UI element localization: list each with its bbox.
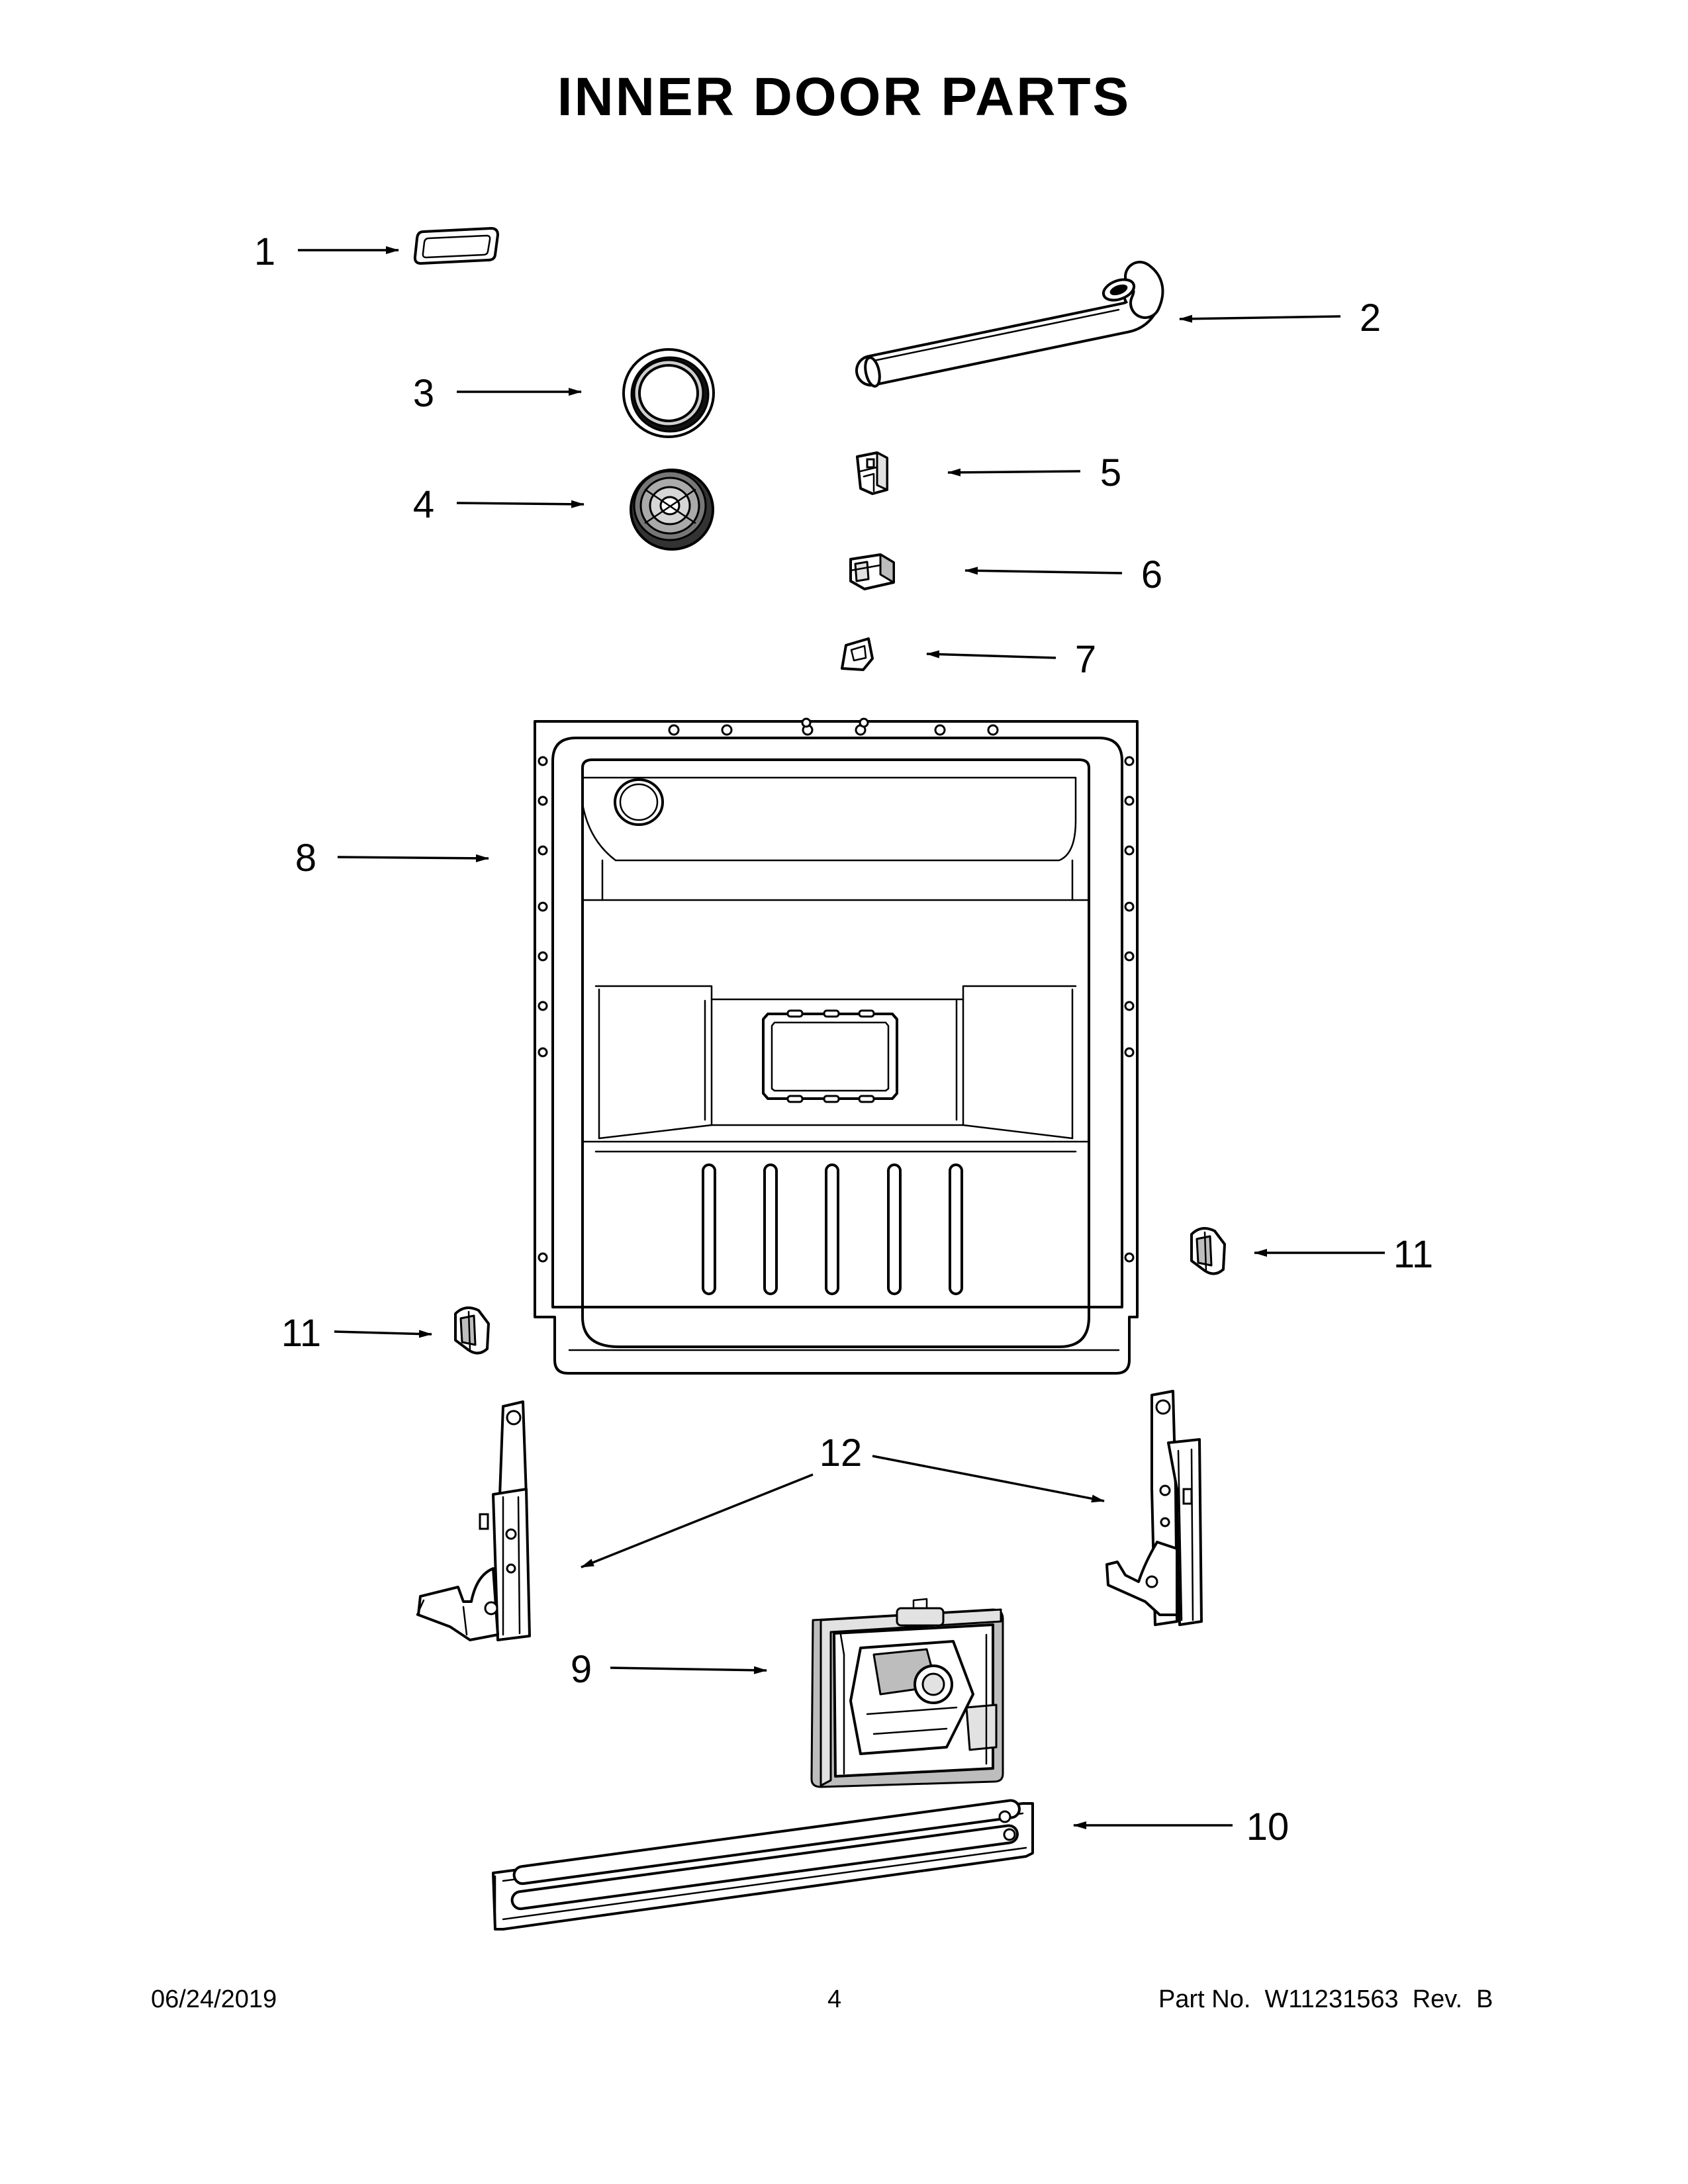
callout-12: 12 bbox=[820, 1432, 863, 1475]
part-6-latch bbox=[849, 553, 895, 590]
footer-page-number: 4 bbox=[827, 1985, 842, 2013]
callout-1: 1 bbox=[254, 230, 275, 273]
part-1-seal bbox=[413, 227, 499, 265]
part-11-clip-left bbox=[454, 1306, 490, 1355]
arrow-12-left bbox=[581, 1473, 814, 1569]
callout-4: 4 bbox=[413, 483, 434, 526]
arrow-8 bbox=[337, 854, 489, 862]
part-12-hinge-right bbox=[1105, 1390, 1203, 1626]
arrow-4 bbox=[456, 500, 585, 508]
callout-11-left: 11 bbox=[281, 1312, 321, 1355]
arrow-5 bbox=[947, 468, 1081, 477]
arrow-12-right bbox=[872, 1455, 1105, 1503]
arrow-11-left bbox=[334, 1330, 432, 1338]
callout-3: 3 bbox=[413, 372, 434, 415]
callout-8: 8 bbox=[295, 837, 316, 880]
page-title: INNER DOOR PARTS bbox=[557, 67, 1131, 127]
footer-part-number: Part No. W11231563 Rev. B bbox=[1158, 1985, 1493, 2013]
part-8-inner-door bbox=[534, 717, 1139, 1375]
part-4-filter-cap bbox=[630, 469, 714, 551]
part-10-rail bbox=[492, 1799, 1034, 1931]
callout-9: 9 bbox=[571, 1648, 592, 1691]
callout-5: 5 bbox=[1100, 451, 1121, 494]
part-2-hose bbox=[855, 261, 1164, 388]
arrow-6 bbox=[964, 567, 1123, 575]
footer-date: 06/24/2019 bbox=[151, 1985, 277, 2013]
callout-6: 6 bbox=[1141, 553, 1162, 596]
part-12-hinge-left bbox=[416, 1400, 531, 1641]
callout-7: 7 bbox=[1075, 638, 1096, 681]
part-9-dispenser bbox=[810, 1598, 1004, 1788]
arrow-9 bbox=[610, 1666, 767, 1674]
part-11-clip-right bbox=[1190, 1227, 1226, 1275]
leader-arrows bbox=[298, 246, 1385, 1829]
part-7-bracket bbox=[841, 637, 874, 671]
callout-labels: 1 2 3 4 5 6 7 8 9 10 11 11 12 bbox=[254, 230, 1433, 1848]
arrow-2 bbox=[1179, 314, 1341, 323]
callout-10: 10 bbox=[1246, 1805, 1289, 1848]
callout-11-right: 11 bbox=[1393, 1233, 1433, 1276]
callout-2: 2 bbox=[1360, 296, 1381, 340]
arrow-7 bbox=[926, 650, 1056, 659]
part-3-ring bbox=[622, 348, 715, 438]
part-5-clip bbox=[856, 451, 888, 495]
